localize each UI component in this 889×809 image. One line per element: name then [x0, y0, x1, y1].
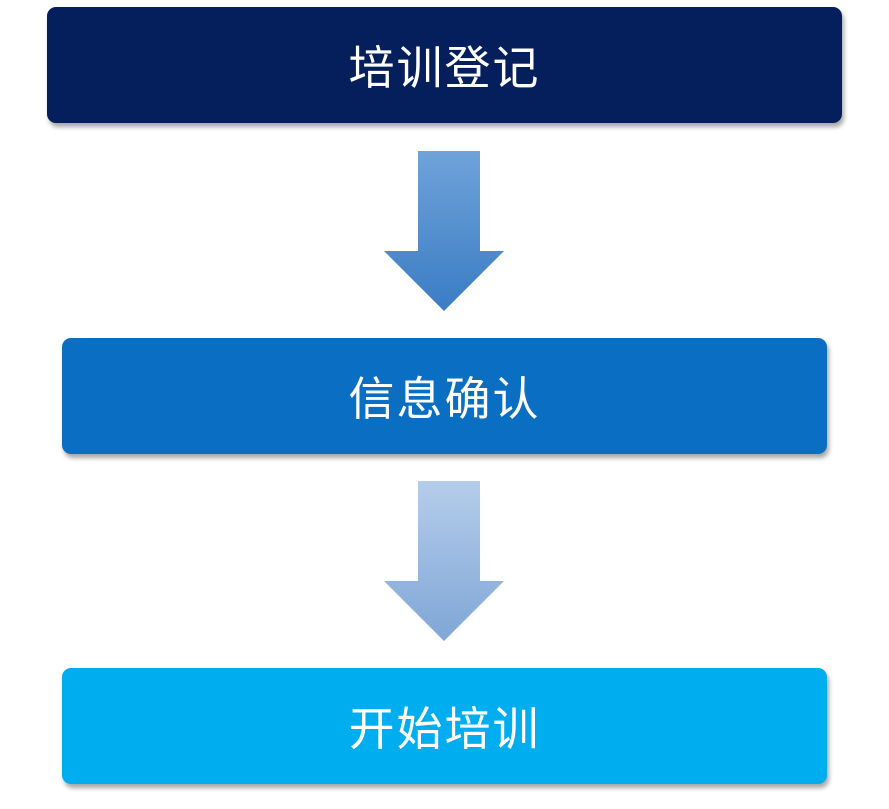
step-start-training: 开始培训: [62, 668, 827, 784]
step-training-registration: 培训登记: [47, 7, 842, 123]
arrow-down-icon: [384, 151, 504, 311]
step-label: 培训登记: [348, 41, 541, 95]
arrow-shape: [384, 481, 504, 641]
step-label: 开始培训: [348, 702, 541, 756]
arrow-shape: [384, 151, 504, 311]
arrow-down-icon: [384, 481, 504, 641]
step-information-confirmation: 信息确认: [62, 338, 827, 454]
step-label: 信息确认: [348, 372, 541, 426]
